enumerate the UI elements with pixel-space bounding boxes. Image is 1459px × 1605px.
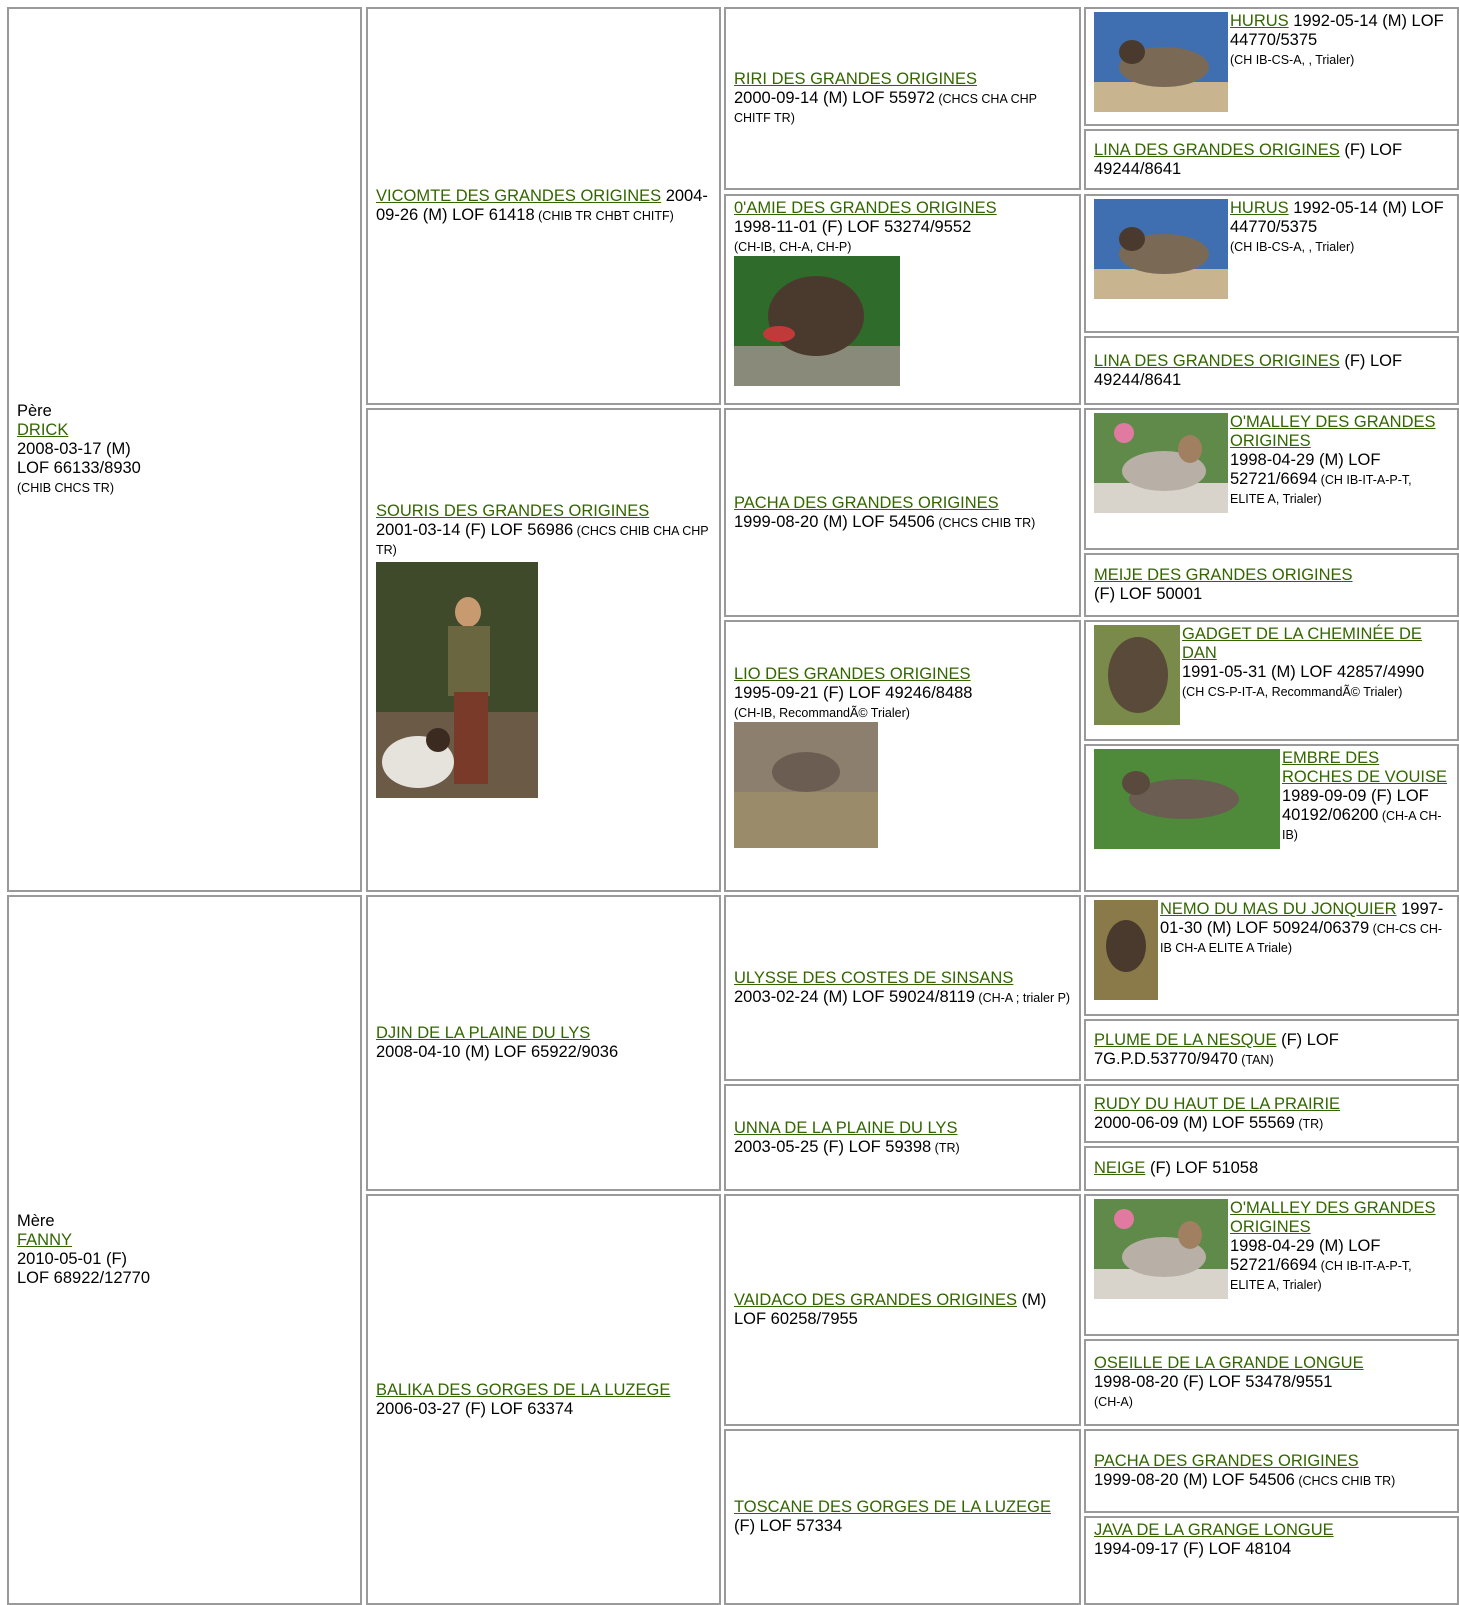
titles: (CH-IB, CH-A, CH-P) bbox=[734, 240, 852, 254]
dog-photo bbox=[1094, 900, 1158, 1000]
dog-link[interactable]: O'MALLEY DES GRANDES ORIGINES bbox=[1230, 1199, 1436, 1236]
sire-cell: Père DRICK 2008-03-17 (M) LOF 66133/8930… bbox=[7, 7, 362, 892]
dog-info: 2003-05-25 (F) LOF 59398 bbox=[734, 1137, 932, 1156]
dog-photo bbox=[1094, 199, 1228, 299]
g4-cell: HURUS 1992-05-14 (M) LOF 44770/5375(CH I… bbox=[1084, 194, 1459, 333]
dog-photo bbox=[1094, 749, 1280, 849]
dog-link[interactable]: UNNA DE LA PLAINE DU LYS bbox=[734, 1118, 958, 1137]
dog-link-fanny[interactable]: FANNY bbox=[17, 1231, 73, 1249]
grandparent-cell: BALIKA DES GORGES DE LA LUZEGE 2006-03-2… bbox=[366, 1194, 721, 1605]
grandparent-cell: VICOMTE DES GRANDES ORIGINES 2004-09-26 … bbox=[366, 7, 721, 405]
dog-info: 1995-09-21 (F) LOF 49246/8488 bbox=[734, 683, 973, 702]
titles: (CHIB CHCS TR) bbox=[17, 481, 114, 495]
dog-link[interactable]: 0'AMIE DES GRANDES ORIGINES bbox=[734, 199, 997, 217]
role-label: Mère bbox=[17, 1212, 55, 1230]
dog-info: 2006-03-27 (F) LOF 63374 bbox=[376, 1399, 574, 1418]
role-label: Père bbox=[17, 402, 52, 420]
g4-cell: LINA DES GRANDES ORIGINES (F) LOF 49244/… bbox=[1084, 336, 1459, 405]
g4-cell: HURUS 1992-05-14 (M) LOF 44770/5375(CH I… bbox=[1084, 7, 1459, 126]
g4-cell: NEIGE (F) LOF 51058 bbox=[1084, 1146, 1459, 1191]
dog-photo bbox=[1094, 12, 1228, 112]
dog-photo bbox=[1094, 1199, 1228, 1299]
dog-link[interactable]: GADGET DE LA CHEMINÉE DE DAN bbox=[1182, 625, 1422, 662]
titles: (CHCS CHIB CHA CHP TR) bbox=[376, 524, 709, 557]
registration: LOF 68922/12770 bbox=[17, 1269, 151, 1287]
dog-link[interactable]: ULYSSE DES COSTES DE SINSANS bbox=[734, 969, 1014, 987]
registration: LOF 66133/8930 bbox=[17, 459, 141, 477]
dog-link[interactable]: PACHA DES GRANDES ORIGINES bbox=[1094, 1452, 1359, 1470]
dog-link[interactable]: LIO DES GRANDES ORIGINES bbox=[734, 664, 971, 683]
birth-date: 2010-05-01 (F) bbox=[17, 1250, 128, 1268]
g4-cell: LINA DES GRANDES ORIGINES (F) LOF 49244/… bbox=[1084, 129, 1459, 190]
dog-link[interactable]: JAVA DE LA GRANGE LONGUE bbox=[1094, 1521, 1334, 1539]
dog-link-drick[interactable]: DRICK bbox=[17, 421, 69, 439]
dog-link[interactable]: HURUS bbox=[1230, 199, 1289, 217]
birth-date: 2008-03-17 (M) bbox=[17, 440, 131, 458]
dog-link[interactable]: LINA DES GRANDES ORIGINES bbox=[1094, 351, 1340, 370]
titles: (CH-IB, RecommandÃ© Trialer) bbox=[734, 705, 910, 720]
dog-link[interactable]: TOSCANE DES GORGES DE LA LUZEGE bbox=[734, 1498, 1051, 1516]
dog-info: 1998-11-01 (F) LOF 53274/9552 bbox=[734, 218, 972, 236]
dog-info: (M) LOF 60258/7955 bbox=[734, 1291, 1047, 1328]
great-grandparent-cell: VAIDACO DES GRANDES ORIGINES (M) LOF 602… bbox=[724, 1194, 1081, 1426]
dog-link[interactable]: HURUS bbox=[1230, 12, 1289, 30]
dog-link[interactable]: NEIGE bbox=[1094, 1159, 1146, 1177]
dog-info: 2000-09-14 (M) LOF 55972 bbox=[734, 89, 935, 107]
dog-info: 2004-09-26 (M) LOF 61418 bbox=[376, 187, 708, 224]
dog-link[interactable]: RUDY DU HAUT DE LA PRAIRIE bbox=[1094, 1094, 1341, 1113]
titles: (CH-A ; trialer P) bbox=[974, 991, 1071, 1005]
titles: (CHIB TR CHBT CHITF) bbox=[534, 209, 674, 223]
dog-link[interactable]: OSEILLE DE LA GRANDE LONGUE bbox=[1094, 1354, 1364, 1372]
dog-link[interactable]: VICOMTE DES GRANDES ORIGINES bbox=[376, 187, 662, 205]
titles: (TR) bbox=[931, 1140, 960, 1155]
dog-link[interactable]: EMBRE DES ROCHES DE VOUISE bbox=[1282, 749, 1448, 786]
dog-info: 2001-03-14 (F) LOF 56986 bbox=[376, 521, 574, 539]
g4-cell: NEMO DU MAS DU JONQUIER 1997-01-30 (M) L… bbox=[1084, 895, 1459, 1016]
dog-info: 1999-08-20 (M) LOF 54506 bbox=[734, 512, 935, 531]
great-grandparent-cell: TOSCANE DES GORGES DE LA LUZEGE (F) LOF … bbox=[724, 1429, 1081, 1605]
dog-photo bbox=[1094, 413, 1228, 513]
dog-link[interactable]: LINA DES GRANDES ORIGINES bbox=[1094, 140, 1340, 159]
g4-cell: PLUME DE LA NESQUE (F) LOF 7G.P.D.53770/… bbox=[1084, 1019, 1459, 1081]
titles: (CHCS CHIB TR) bbox=[934, 515, 1036, 530]
dog-link[interactable]: PLUME DE LA NESQUE bbox=[1094, 1031, 1277, 1049]
dog-info: 2008-04-10 (M) LOF 65922/9036 bbox=[376, 1043, 619, 1061]
dog-photo bbox=[734, 256, 900, 386]
dog-photo bbox=[376, 562, 538, 798]
dog-link[interactable]: DJIN DE LA PLAINE DU LYS bbox=[376, 1024, 591, 1042]
dam-cell: Mère FANNY 2010-05-01 (F) LOF 68922/1277… bbox=[7, 895, 362, 1605]
dog-link[interactable]: BALIKA DES GORGES DE LA LUZEGE bbox=[376, 1380, 671, 1399]
dog-photo bbox=[734, 721, 878, 848]
dog-link[interactable]: VAIDACO DES GRANDES ORIGINES bbox=[734, 1291, 1017, 1309]
dog-link[interactable]: MEIJE DES GRANDES ORIGINES bbox=[1094, 566, 1353, 584]
dog-link[interactable]: RIRI DES GRANDES ORIGINES bbox=[734, 70, 977, 88]
dog-link[interactable]: SOURIS DES GRANDES ORIGINES bbox=[376, 502, 650, 520]
dog-link[interactable]: O'MALLEY DES GRANDES ORIGINES bbox=[1230, 413, 1436, 450]
dog-info: (F) LOF 57334 bbox=[734, 1517, 843, 1535]
g4-cell: MEIJE DES GRANDES ORIGINES(F) LOF 50001 bbox=[1084, 553, 1459, 617]
titles: (CHCS CHA CHP CHITF TR) bbox=[734, 92, 1037, 125]
dog-link[interactable]: PACHA DES GRANDES ORIGINES bbox=[734, 493, 999, 512]
dog-link[interactable]: NEMO DU MAS DU JONQUIER bbox=[1160, 900, 1397, 918]
dog-info: 2003-02-24 (M) LOF 59024/8119 bbox=[734, 988, 975, 1006]
dog-photo bbox=[1094, 625, 1180, 725]
